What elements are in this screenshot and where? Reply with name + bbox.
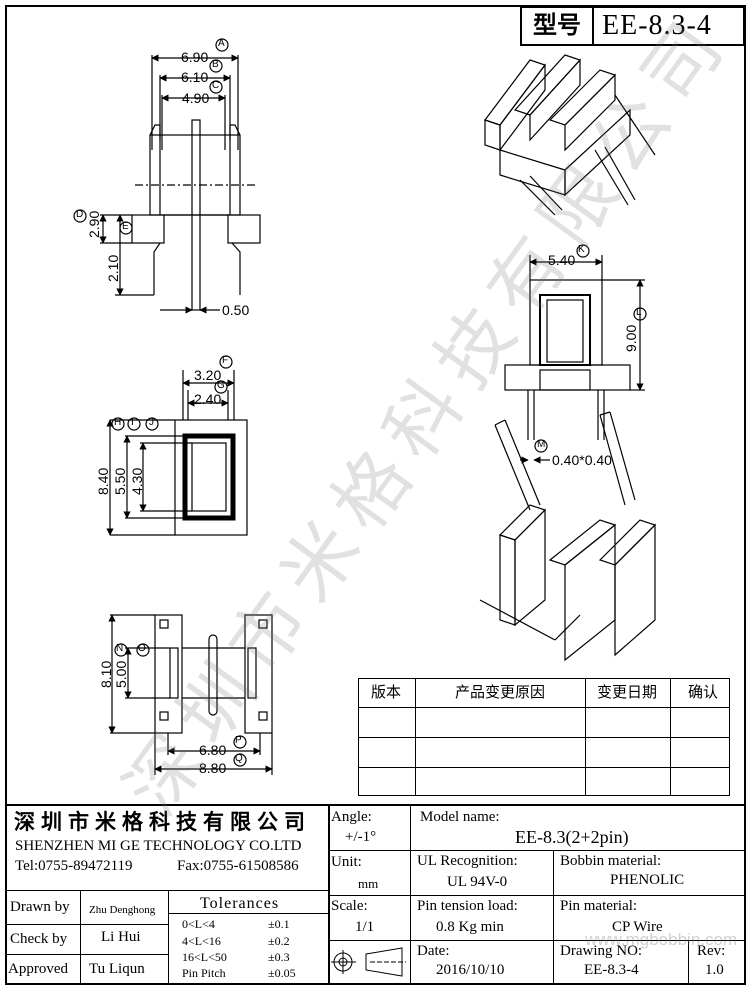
dim-c: 4.90 <box>182 90 210 106</box>
angle-value: +/-1° <box>345 829 377 845</box>
bobbin-label: Bobbin material: <box>560 853 662 869</box>
dim-q: 8.80 <box>199 760 227 776</box>
dim-h: 8.40 <box>95 467 111 495</box>
date-value: 2016/10/10 <box>436 962 505 978</box>
marker-p: P <box>235 735 242 746</box>
marker-h: H <box>114 417 122 428</box>
dim-g: 2.40 <box>194 391 222 407</box>
tolerances-title: Tolerances <box>200 895 280 912</box>
company-tel: Tel:0755-89472119 <box>15 858 133 874</box>
dim-m: 0.40*0.40 <box>552 452 612 468</box>
dim-a: 6.90 <box>181 49 209 65</box>
marker-f: F <box>222 355 229 366</box>
marker-j: J <box>149 417 154 428</box>
tol-value-1: ±0.1 <box>268 917 290 931</box>
scale-label: Scale: <box>331 898 368 914</box>
bobbin-value: PHENOLIC <box>610 872 685 888</box>
dim-pin-width: 0.50 <box>222 302 250 318</box>
top-view <box>106 355 248 536</box>
dim-l: 9.00 <box>623 324 639 352</box>
tol-value-2: ±0.2 <box>268 934 290 948</box>
isometric-view-bottom <box>479 411 657 662</box>
isometric-view-top <box>484 54 656 216</box>
side-view <box>504 244 647 464</box>
tol-value-4: ±0.05 <box>268 966 296 980</box>
projection-symbol <box>331 947 406 977</box>
marker-e: E <box>122 221 129 232</box>
watermark-url: www.mgbobbin.com <box>585 930 738 949</box>
angle-label: Angle: <box>331 809 372 825</box>
unit-value: mm <box>358 876 379 891</box>
dim-k: 5.40 <box>548 252 576 268</box>
marker-l: L <box>636 307 642 318</box>
unit-label: Unit: <box>331 854 362 870</box>
marker-m: M <box>537 439 546 450</box>
part-header-divider <box>592 6 594 46</box>
dim-o: 5.00 <box>113 660 129 688</box>
rev-label: Rev: <box>697 943 726 959</box>
check-by-label: Check by <box>10 931 68 947</box>
approved-value: Tu Liqun <box>89 961 145 977</box>
marker-o: O <box>138 643 146 654</box>
bottom-view <box>108 614 273 775</box>
pin-tension-value: 0.8 Kg min <box>436 919 504 935</box>
tol-range-1: 0<L<4 <box>182 917 215 931</box>
pin-material-label: Pin material: <box>560 898 638 914</box>
rev-value: 1.0 <box>705 962 724 978</box>
model-label: Model name: <box>420 809 500 825</box>
dim-d: 2.90 <box>86 210 102 238</box>
marker-i: I <box>131 417 134 428</box>
rev-header-date: 变更日期 <box>597 684 658 701</box>
part-number-header <box>520 6 745 46</box>
dim-n: 8.10 <box>98 660 114 688</box>
approved-label: Approved <box>8 961 68 977</box>
company-fax: Fax:0755-61508586 <box>177 858 299 874</box>
drawn-by-label: Drawn by <box>10 899 70 915</box>
part-header-value: EE-8.3-4 <box>602 10 712 41</box>
front-view <box>73 38 261 314</box>
marker-k: K <box>578 244 585 255</box>
drawing-no-value: EE-8.3-4 <box>584 962 639 978</box>
mechanical-drawing <box>73 38 657 775</box>
tol-range-4: Pin Pitch <box>182 966 226 980</box>
marker-q: Q <box>235 753 243 764</box>
marker-n: N <box>116 643 124 654</box>
dim-e: 2.10 <box>105 254 121 282</box>
dim-j: 4.30 <box>129 467 145 495</box>
rev-header-reason: 产品变更原因 <box>455 684 546 701</box>
part-header-label: 型号 <box>533 12 581 39</box>
pin-tension-label: Pin tension load: <box>417 898 518 914</box>
marker-b: B <box>212 59 219 70</box>
rev-header-confirm: 确认 <box>688 684 719 701</box>
model-value: EE-8.3(2+2pin) <box>515 827 629 847</box>
drawing-frame <box>5 5 746 985</box>
tol-range-2: 4<L<16 <box>182 934 221 948</box>
marker-a: A <box>218 38 225 49</box>
ul-label: UL Recognition: <box>417 853 518 869</box>
company-name-en: SHENZHEN MI GE TECHNOLOGY CO.LTD <box>15 838 302 854</box>
dim-p: 6.80 <box>199 742 227 758</box>
tol-range-3: 16<L<50 <box>182 950 227 964</box>
ul-value: UL 94V-0 <box>447 874 508 890</box>
dim-b: 6.10 <box>181 69 209 85</box>
dim-i: 5.50 <box>112 467 128 495</box>
dim-f: 3.20 <box>194 367 222 383</box>
date-label: Date: <box>417 943 450 959</box>
scale-value: 1/1 <box>355 919 375 935</box>
drawing-no-label: Drawing NO: <box>560 943 643 959</box>
marker-d: D <box>76 209 84 220</box>
check-by-value: Li Hui <box>101 929 141 945</box>
drawn-by-value: Zhu Denghong <box>89 904 156 916</box>
company-name-cn: 深圳市米格科技有限公司 <box>14 811 311 834</box>
marker-c: C <box>212 80 220 91</box>
pin-material-value: CP Wire <box>612 919 663 935</box>
rev-header-version: 版本 <box>371 684 402 701</box>
tol-value-3: ±0.3 <box>268 950 290 964</box>
marker-g: G <box>217 380 225 391</box>
